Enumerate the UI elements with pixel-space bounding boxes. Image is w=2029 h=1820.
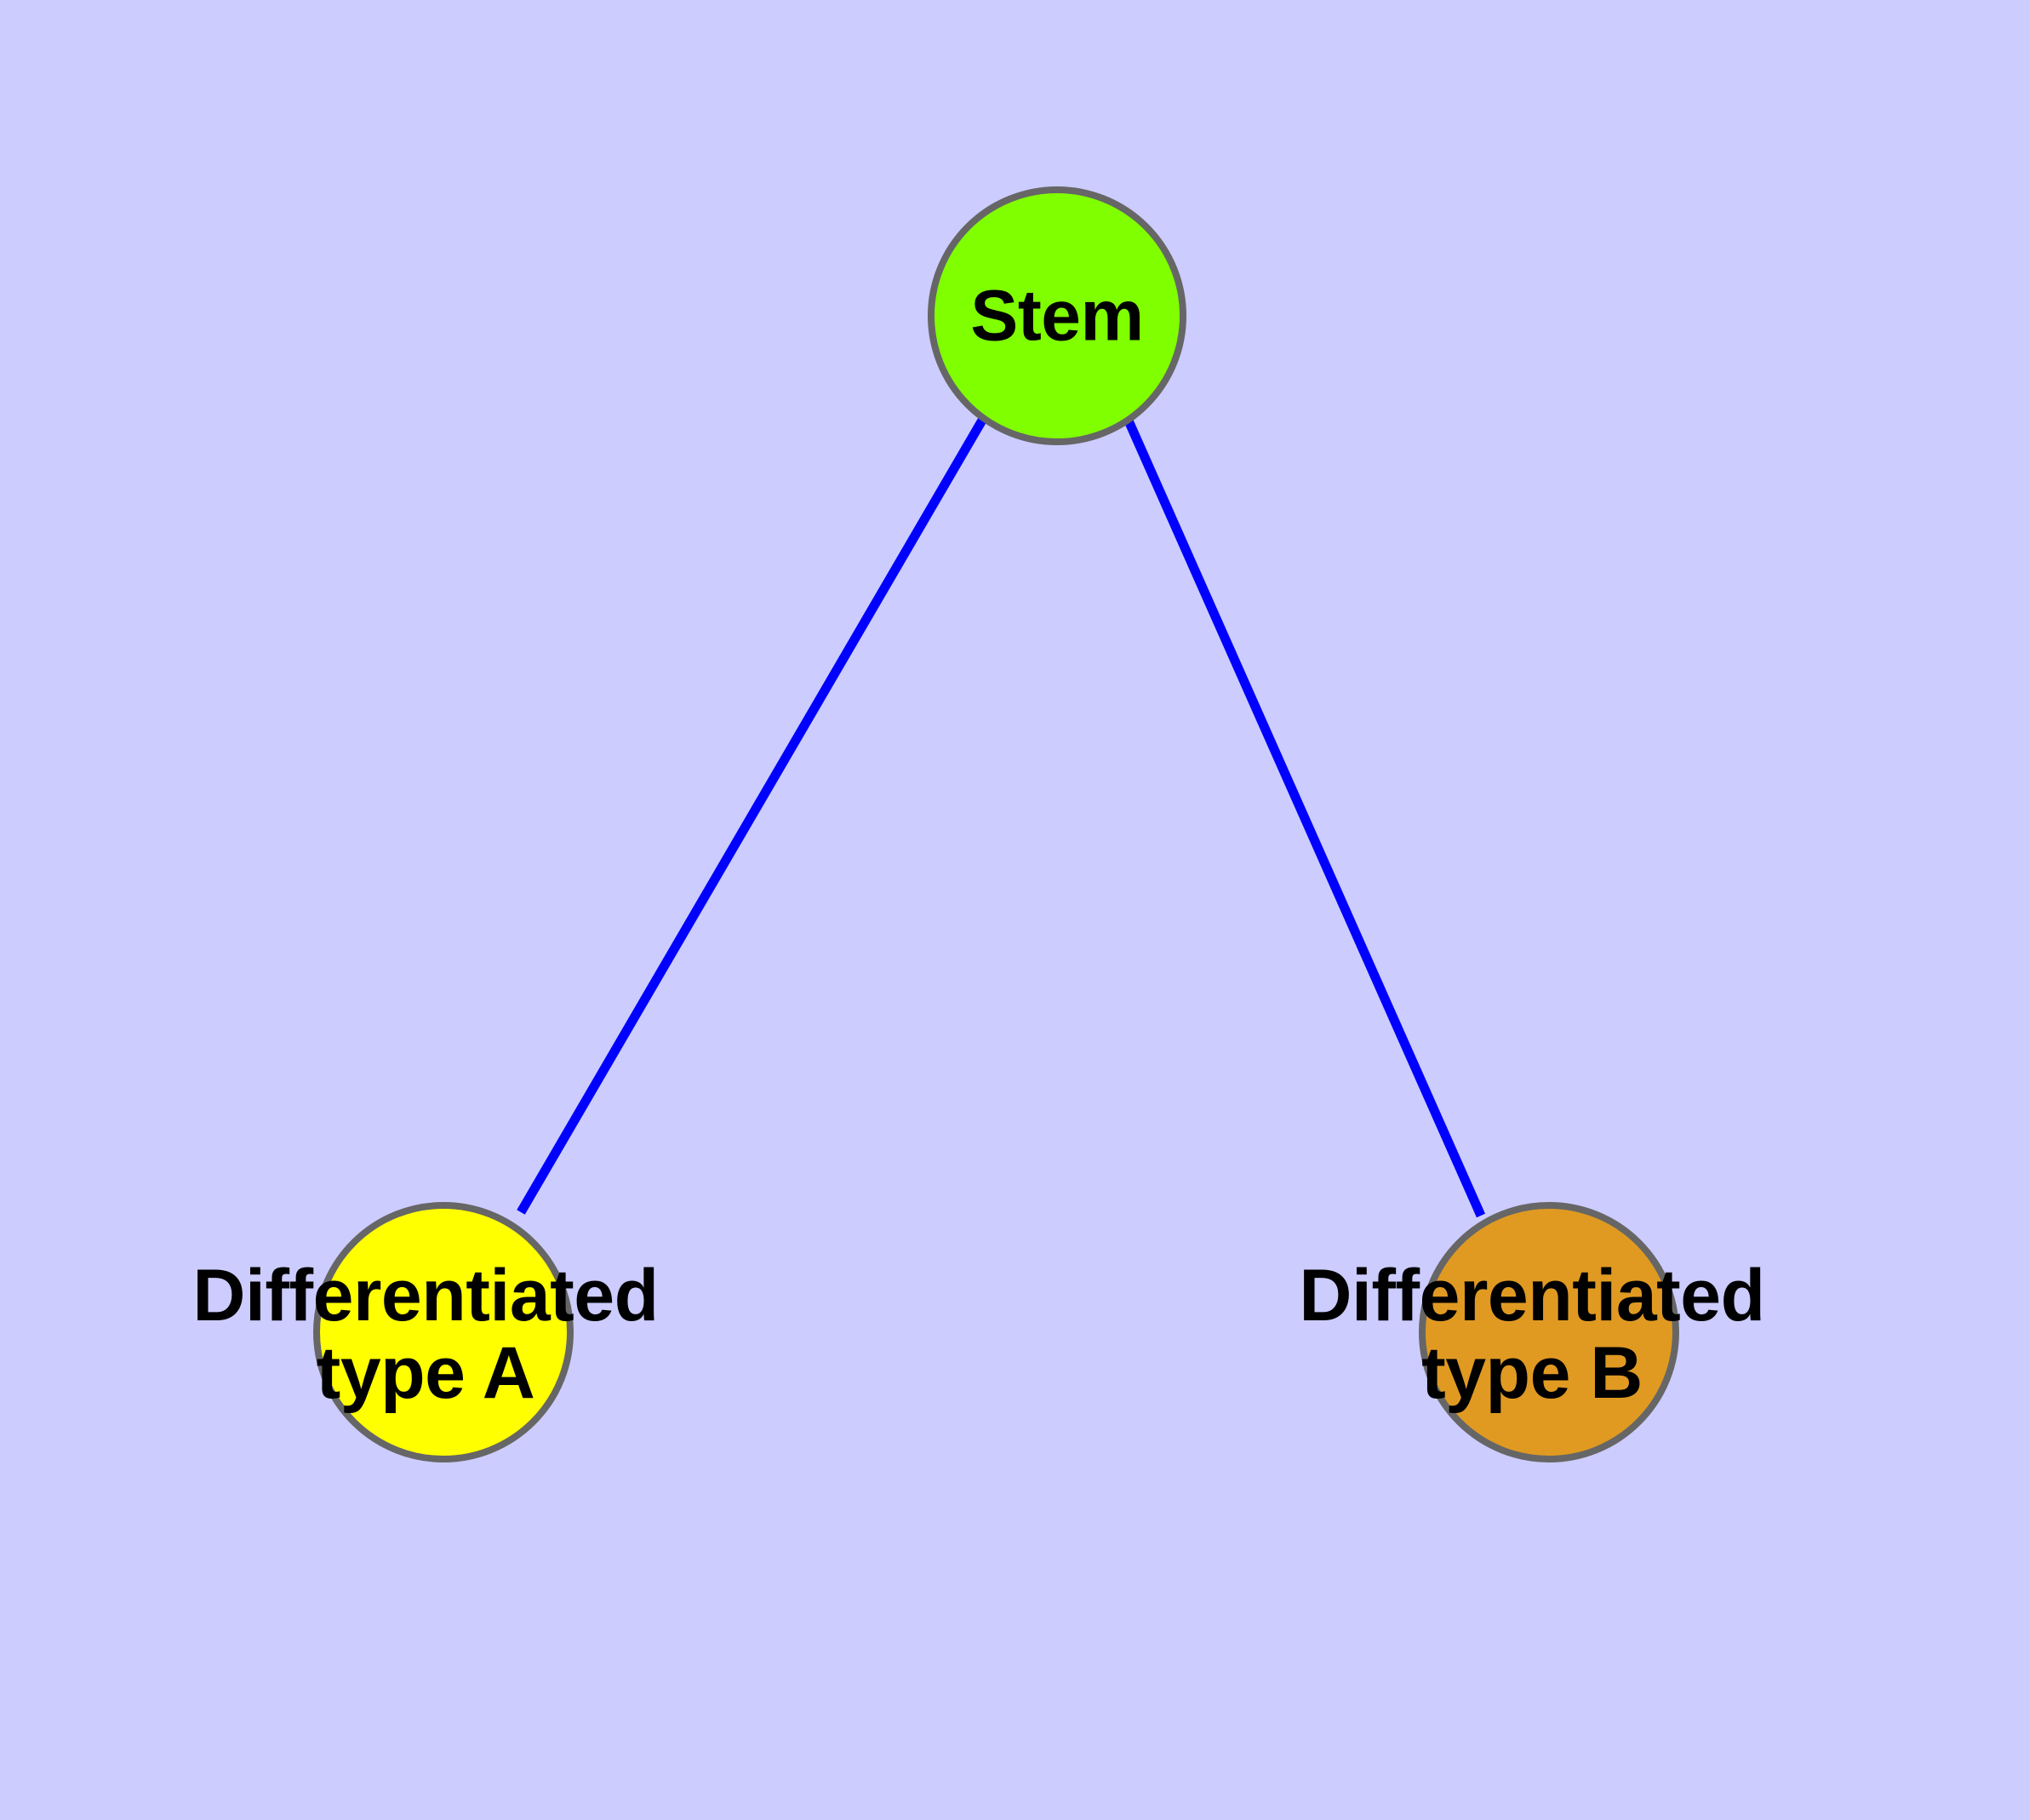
edge-stem-to-differentiated-type-a xyxy=(517,416,987,1215)
edge-stem-to-differentiated-type-b xyxy=(1123,416,1486,1218)
node-differentiated-type-a[interactable] xyxy=(313,1202,574,1462)
node-layer xyxy=(313,186,1679,1462)
node-stem[interactable] xyxy=(928,186,1186,445)
edge-layer xyxy=(517,416,1486,1218)
node-differentiated-type-b[interactable] xyxy=(1419,1202,1679,1462)
